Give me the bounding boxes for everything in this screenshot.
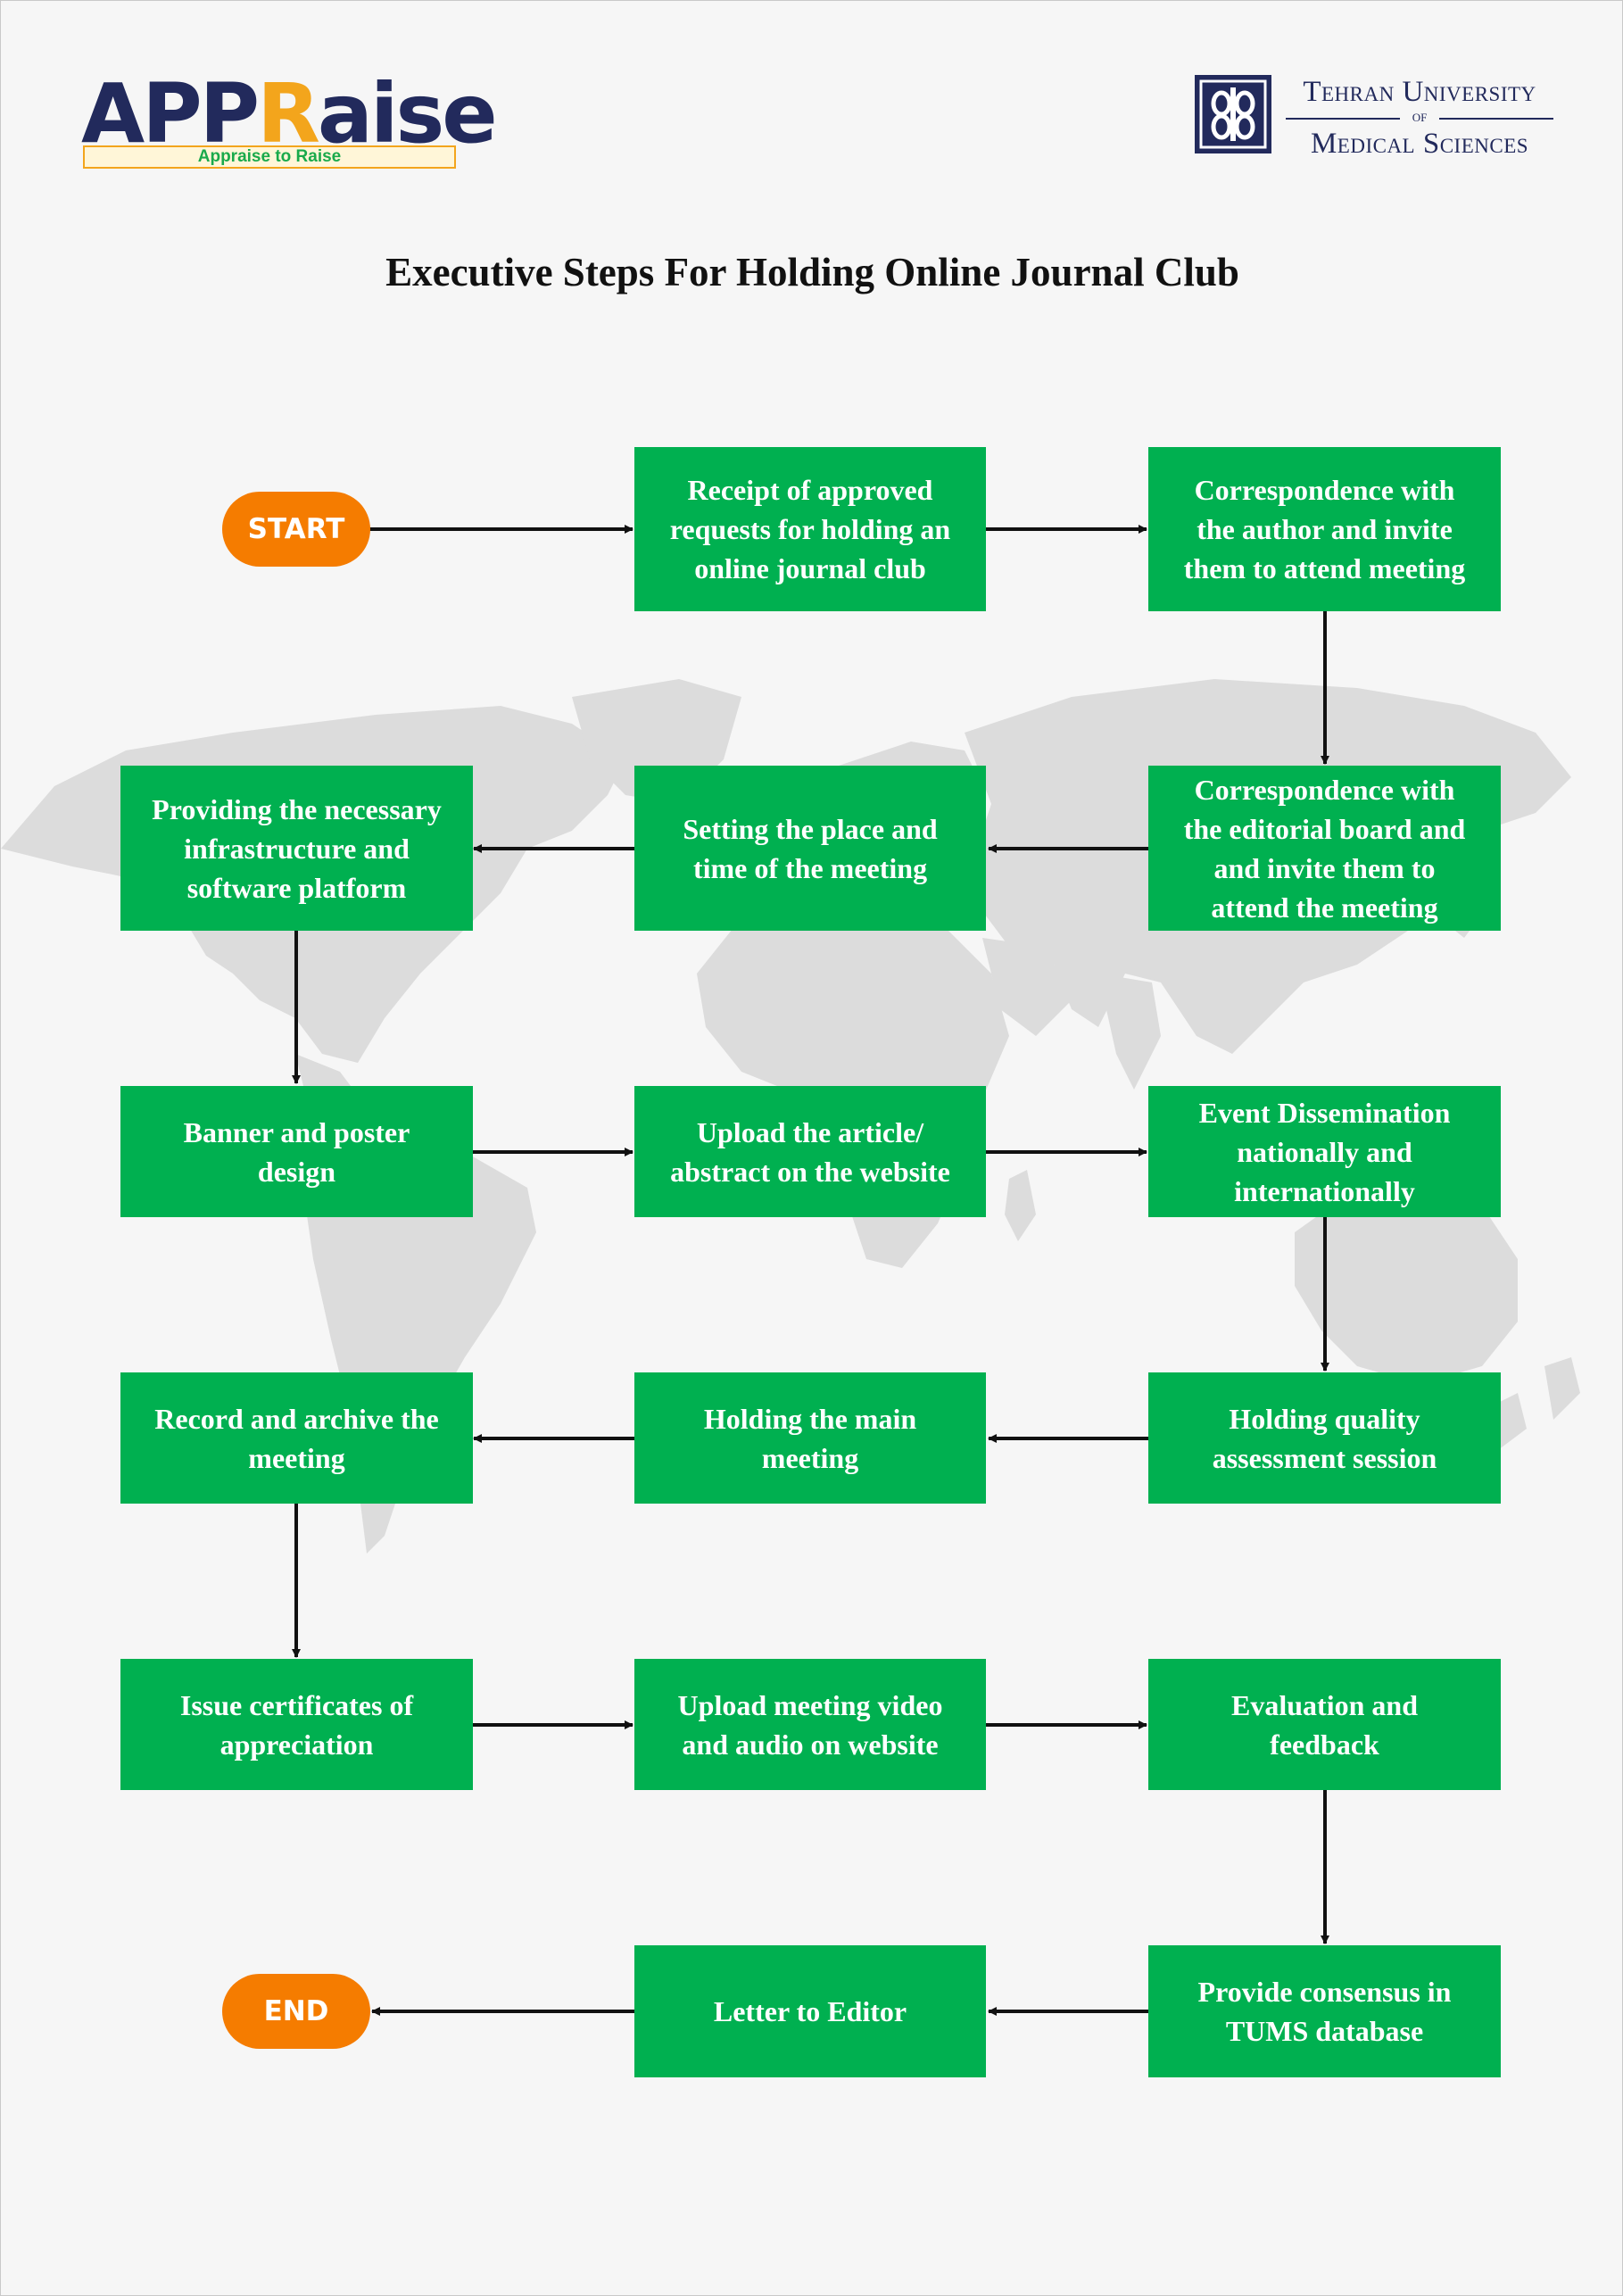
tums-name-line1: Tehran University <box>1303 76 1536 108</box>
tums-logo: Tehran University of Medical Sciences <box>1195 72 1561 162</box>
step-10-box: Holding the main meeting <box>634 1372 986 1504</box>
step-13-box: Upload meeting video and audio on websit… <box>634 1659 986 1790</box>
start-terminal: START <box>222 492 370 567</box>
tums-name-of: of <box>1280 108 1559 126</box>
page-title: Executive Steps For Holding Online Journ… <box>385 250 1239 294</box>
appraise-tagline: Appraise to Raise <box>83 145 456 169</box>
step-6-box: Banner and poster design <box>120 1086 473 1217</box>
step-4-box: Setting the place and time of the meetin… <box>634 766 986 931</box>
step-11-box: Record and archive the meeting <box>120 1372 473 1504</box>
step-15-box: Provide consensus in TUMS database <box>1148 1945 1501 2077</box>
step-5-box: Providing the necessary infrastructure a… <box>120 766 473 931</box>
tums-name: Tehran University of Medical Sciences <box>1280 76 1559 160</box>
tums-seal-icon <box>1195 75 1271 153</box>
step-2-box: Correspondence with the author and invit… <box>1148 447 1501 611</box>
end-terminal: END <box>222 1974 370 2049</box>
tums-name-line3: Medical Sciences <box>1310 128 1529 160</box>
step-12-box: Issue certificates of appreciation <box>120 1659 473 1790</box>
step-9-box: Holding quality assessment session <box>1148 1372 1501 1504</box>
step-7-box: Upload the article/ abstract on the webs… <box>634 1086 986 1217</box>
step-8-box: Event Dissemination nationally and inter… <box>1148 1086 1501 1217</box>
step-16-box: Letter to Editor <box>634 1945 986 2077</box>
step-14-box: Evaluation and feedback <box>1148 1659 1501 1790</box>
step-3-box: Correspondence with the editorial board … <box>1148 766 1501 931</box>
step-1-box: Receipt of approved requests for holding… <box>634 447 986 611</box>
